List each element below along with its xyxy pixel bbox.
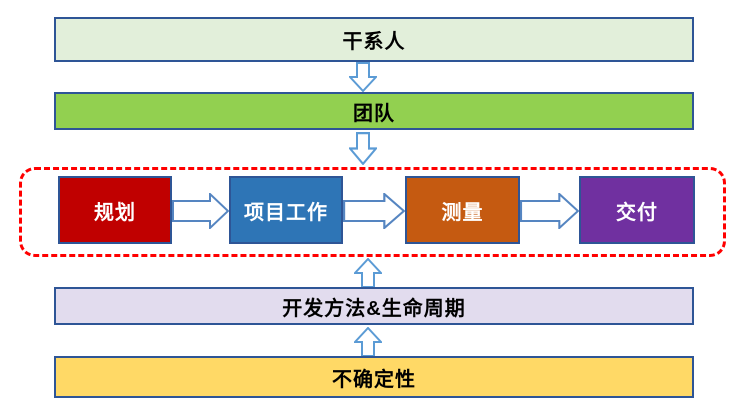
bar-dev-method-lifecycle-label: 开发方法&生命周期 bbox=[282, 297, 466, 320]
box-project-work: 项目工作 bbox=[229, 176, 343, 244]
up-arrow-icon bbox=[354, 327, 382, 357]
box-measurement: 测量 bbox=[405, 176, 520, 244]
process-dashed-frame bbox=[19, 167, 726, 257]
down-arrow-icon bbox=[349, 132, 377, 165]
bar-uncertainty-label: 不确定性 bbox=[332, 368, 416, 391]
box-project-work-label: 项目工作 bbox=[244, 201, 328, 224]
up-arrow-icon bbox=[354, 258, 382, 288]
box-planning-label: 规划 bbox=[94, 201, 136, 224]
bar-stakeholders: 干系人 bbox=[54, 17, 694, 62]
bar-uncertainty: 不确定性 bbox=[54, 356, 694, 398]
down-arrow-icon bbox=[349, 62, 377, 92]
right-arrow-icon bbox=[520, 193, 579, 229]
bar-stakeholders-label: 干系人 bbox=[342, 31, 406, 53]
bar-team-label: 团队 bbox=[353, 102, 395, 125]
box-measurement-label: 测量 bbox=[441, 201, 484, 224]
box-planning: 规划 bbox=[58, 176, 172, 244]
right-arrow-icon bbox=[343, 193, 405, 229]
box-delivery-label: 交付 bbox=[616, 201, 658, 224]
bar-team: 团队 bbox=[54, 92, 694, 130]
bar-dev-method-lifecycle: 开发方法&生命周期 bbox=[54, 287, 694, 325]
box-delivery: 交付 bbox=[579, 176, 695, 244]
right-arrow-icon bbox=[172, 193, 229, 229]
